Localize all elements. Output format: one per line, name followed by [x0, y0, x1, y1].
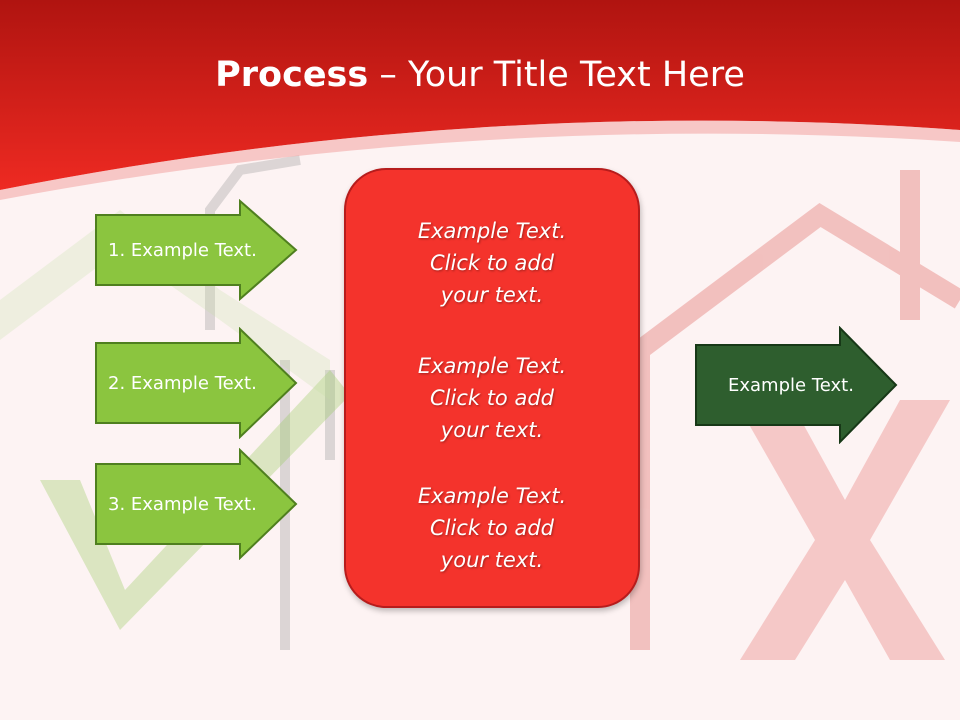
output-arrow[interactable]: Example Text. [694, 326, 900, 444]
center-text-box[interactable]: Example Text. Click to add your text. Ex… [344, 168, 640, 608]
slide-title: Process – Your Title Text Here [0, 52, 960, 98]
checkmark-icon [40, 370, 350, 630]
step-label: 2. Example Text. [108, 372, 257, 394]
paragraph-line: Click to add [429, 516, 554, 540]
arrow-right-icon [95, 327, 298, 439]
x-mark-icon [735, 400, 950, 660]
step-arrow-2[interactable]: 2. Example Text. [94, 327, 300, 439]
house-outline-icon [630, 170, 960, 650]
paragraph-line: your text. [440, 283, 544, 307]
paragraph-line: your text. [440, 418, 544, 442]
step-label: 1. Example Text. [108, 239, 257, 261]
arrow-right-icon [95, 448, 298, 560]
paragraph-line: Click to add [429, 251, 554, 275]
step-arrow-3[interactable]: 3. Example Text. [94, 448, 300, 560]
paragraph-line: your text. [440, 548, 544, 572]
paragraph-line: Example Text. [417, 219, 567, 243]
text-paragraph-2: Example Text. Click to add your text. [346, 350, 638, 446]
step-arrow-1[interactable]: 1. Example Text. [94, 199, 300, 301]
title-text: – Your Title Text Here [368, 55, 745, 95]
paragraph-line: Click to add [429, 386, 554, 410]
arrow-right-icon [695, 326, 898, 444]
title-bold: Process [215, 55, 369, 95]
step-label: 3. Example Text. [108, 493, 257, 515]
output-label: Example Text. [728, 374, 854, 396]
text-paragraph-1: Example Text. Click to add your text. [346, 215, 638, 311]
paragraph-line: Example Text. [417, 354, 567, 378]
text-paragraph-3: Example Text. Click to add your text. [346, 480, 638, 576]
paragraph-line: Example Text. [417, 484, 567, 508]
arrow-right-icon [95, 199, 298, 301]
